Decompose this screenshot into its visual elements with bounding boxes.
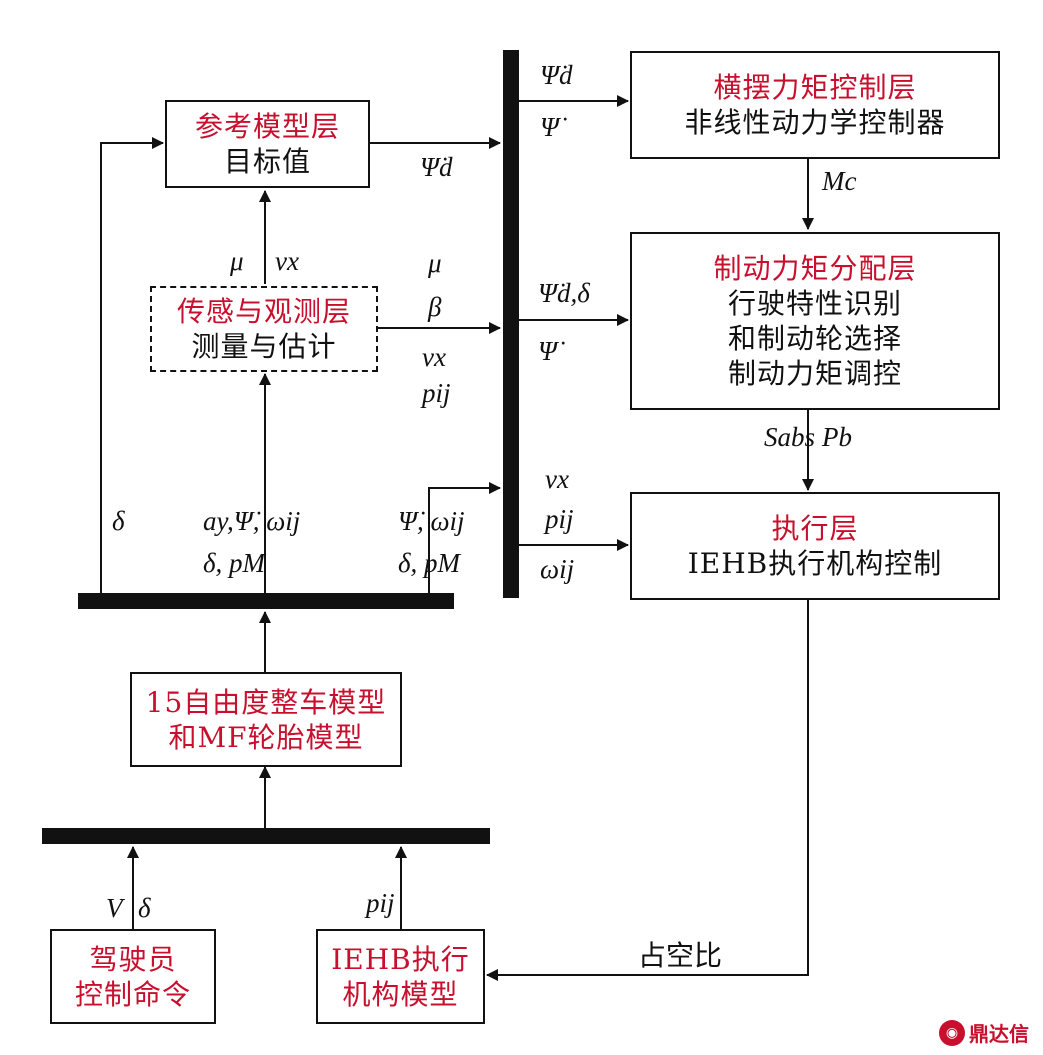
sensing-observation-layer-box: 传感与观测层 测量与估计 (150, 286, 378, 372)
label-psi-omega: Ψ̇, ωij (398, 506, 465, 536)
label-mc: Mc (822, 166, 857, 196)
label-delta-pm-2: δ, pM (398, 548, 461, 578)
iehb-actuator-model-box: IEHB执行 机构模型 (316, 929, 485, 1024)
label-vx-left: vx (275, 246, 299, 276)
label-psi-d-delta: Ψ̇d,δ (538, 278, 590, 308)
label-psi-top: Ψ̇ (540, 112, 559, 142)
label-psi-d-top: Ψ̇d (540, 60, 573, 90)
driver-command-box: 驾驶员 控制命令 (50, 929, 216, 1024)
label-pij-actuator: pij (545, 504, 574, 534)
label-vx-actuator: vx (545, 464, 569, 494)
label-pb: Pb (822, 422, 852, 452)
actuator-layer-subtitle: IEHB执行机构控制 (687, 547, 943, 580)
main-bus-vertical (503, 50, 519, 598)
brake-allocation-line-1: 行驶特性识别 (727, 287, 902, 320)
vehicle-tire-model-box: 15自由度整车模型 和MF轮胎模型 (130, 672, 402, 767)
driver-title: 驾驶员 (89, 942, 177, 976)
brake-allocation-line-3: 制动力矩调控 (727, 357, 902, 390)
label-beta-mid: β (428, 292, 442, 322)
actuator-layer-box: 执行层 IEHB执行机构控制 (630, 492, 1000, 600)
label-mu-mid: μ (428, 248, 442, 278)
watermark-logo-icon: ◉ (939, 1019, 965, 1046)
watermark: ◉ 鼎达信 (939, 1018, 1029, 1047)
brake-allocation-line-2: 和制动轮选择 (727, 322, 902, 355)
iehb-model-title-2: 机构模型 (342, 977, 459, 1011)
label-psi-d-ref: Ψ̇d (420, 152, 453, 182)
driver-title-2: 控制命令 (74, 977, 191, 1011)
label-ay-psi-omega: ay,Ψ̇, ωij (203, 506, 301, 536)
watermark-text: 鼎达信 (969, 1022, 1029, 1046)
yaw-moment-control-layer-box: 横摆力矩控制层 非线性动力学控制器 (630, 51, 1000, 159)
reference-model-layer-box: 参考模型层 目标值 (165, 100, 370, 188)
label-psi-mid: Ψ̇ (538, 336, 557, 366)
yaw-control-layer-title: 横摆力矩控制层 (713, 71, 917, 104)
sensing-layer-title: 传感与观测层 (176, 295, 351, 328)
label-duty-cycle: 占空比 (638, 939, 723, 972)
label-delta-driver: δ (138, 893, 151, 923)
brake-torque-allocation-layer-box: 制动力矩分配层 行驶特性识别 和制动轮选择 制动力矩调控 (630, 232, 1000, 410)
yaw-control-layer-subtitle: 非线性动力学控制器 (684, 106, 946, 139)
label-pij-bottom: pij (366, 888, 395, 918)
label-s-abs: Sabs (764, 422, 816, 452)
vehicle-model-title-2: 和MF轮胎模型 (168, 720, 364, 754)
label-delta-left: δ (112, 506, 125, 536)
signal-bus-middle (78, 593, 454, 609)
label-v: V (106, 893, 123, 923)
label-mu-left: μ (230, 246, 244, 276)
label-pij-mid: pij (422, 378, 451, 408)
signal-bus-bottom (42, 828, 490, 844)
actuator-layer-title: 执行层 (771, 512, 859, 545)
label-delta-pm-1: δ, pM (203, 548, 266, 578)
sensing-layer-subtitle: 测量与估计 (191, 330, 337, 363)
reference-model-layer-title: 参考模型层 (194, 110, 340, 143)
label-omega-actuator: ωij (540, 554, 575, 584)
vehicle-model-title: 15自由度整车模型 (145, 685, 387, 719)
label-vx-mid: vx (422, 342, 446, 372)
iehb-model-title: IEHB执行 (331, 942, 470, 976)
reference-model-layer-subtitle: 目标值 (223, 145, 311, 178)
brake-allocation-layer-title: 制动力矩分配层 (713, 252, 917, 285)
